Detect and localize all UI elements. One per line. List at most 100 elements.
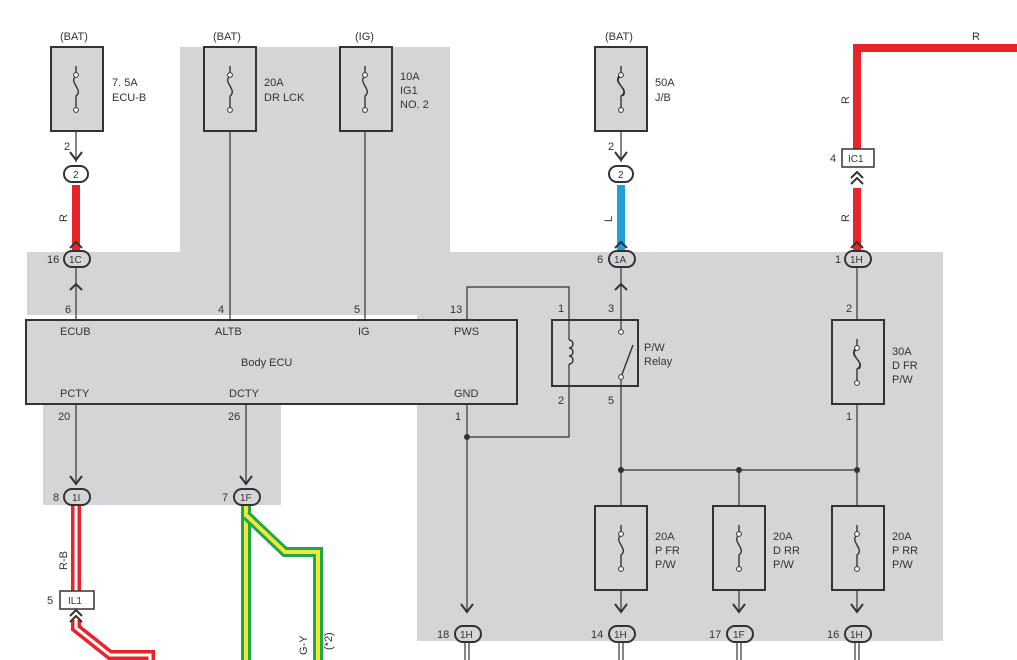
svg-text:1I: 1I (72, 493, 80, 504)
svg-text:5: 5 (354, 304, 360, 316)
svg-text:1H: 1H (460, 630, 473, 641)
svg-text:20A: 20A (773, 531, 793, 543)
svg-text:(BAT): (BAT) (605, 31, 633, 43)
svg-text:7: 7 (222, 492, 228, 504)
svg-text:1H: 1H (614, 630, 627, 641)
colored-wires (71, 44, 1017, 660)
svg-text:5: 5 (608, 395, 614, 407)
svg-text:P/W: P/W (644, 342, 665, 354)
junction-dots (464, 434, 860, 473)
svg-text:G-Y: G-Y (298, 635, 310, 655)
mid-zone (27, 252, 943, 315)
svg-text:50A: 50A (655, 77, 675, 89)
svg-text:IG: IG (358, 326, 370, 338)
wire-gy2-s (244, 513, 320, 660)
ecu-right-pad (517, 315, 547, 405)
thin-wires (75, 128, 860, 660)
svg-text:2: 2 (618, 170, 624, 181)
svg-text:J/B: J/B (655, 92, 671, 104)
fuse-ecu-b: (BAT) 7. 5A ECU-B 2 (50, 31, 146, 153)
svg-text:P/W: P/W (655, 559, 676, 571)
svg-text:D RR: D RR (773, 545, 800, 557)
svg-text:2: 2 (846, 303, 852, 315)
svg-text:4: 4 (830, 153, 836, 165)
svg-text:1: 1 (846, 411, 852, 423)
svg-text:(*2): (*2) (323, 632, 335, 650)
svg-text:20A: 20A (264, 77, 284, 89)
fuse-p-rr: 20A P RR P/W (831, 505, 918, 591)
svg-text:PWS: PWS (454, 326, 479, 338)
svg-text:30A: 30A (892, 346, 912, 358)
svg-text:18: 18 (437, 629, 449, 641)
svg-text:P FR: P FR (655, 545, 680, 557)
svg-text:R: R (840, 96, 852, 104)
svg-text:P/W: P/W (892, 559, 913, 571)
svg-text:(IG): (IG) (355, 31, 374, 43)
svg-text:IL1: IL1 (68, 596, 82, 607)
svg-text:IC1: IC1 (848, 154, 864, 165)
svg-text:ECUB: ECUB (60, 326, 91, 338)
svg-text:L: L (603, 216, 615, 222)
svg-text:D FR: D FR (892, 360, 918, 372)
body-ecu: Body ECU ECUB ALTB IG PWS 6 4 5 13 PCTY … (25, 304, 518, 423)
svg-text:P/W: P/W (773, 559, 794, 571)
svg-text:R: R (58, 214, 70, 222)
fuse-dr-lck: (BAT) 20A DR LCK (203, 31, 305, 132)
svg-text:P/W: P/W (892, 374, 913, 386)
svg-text:5: 5 (47, 595, 53, 607)
fuse-jb: (BAT) 50A J/B 2 (594, 31, 675, 153)
svg-text:1H: 1H (850, 255, 863, 266)
svg-text:1C: 1C (69, 255, 82, 266)
svg-text:6: 6 (65, 304, 71, 316)
svg-text:20A: 20A (892, 531, 912, 543)
pill-connectors: 2 2 1C 16 1A 6 1H 1 1I 8 1F 7 1H 18 1H 1… (47, 165, 872, 643)
fuse-p-fr: 20A P FR P/W (594, 505, 680, 591)
svg-text:R: R (972, 31, 980, 43)
svg-text:IG1: IG1 (400, 85, 418, 97)
ecu-name: Body ECU (241, 357, 292, 369)
svg-text:20: 20 (58, 411, 70, 423)
svg-text:20A: 20A (655, 531, 675, 543)
svg-text:P RR: P RR (892, 545, 918, 557)
fuse-d-fr: 30A D FR P/W 2 1 (831, 303, 918, 423)
svg-text:16: 16 (47, 254, 59, 266)
svg-text:3: 3 (608, 303, 614, 315)
svg-text:(BAT): (BAT) (213, 31, 241, 43)
wire-red-top (853, 44, 1017, 150)
svg-text:17: 17 (709, 629, 721, 641)
svg-text:8: 8 (53, 492, 59, 504)
svg-text:Relay: Relay (644, 356, 673, 368)
svg-text:ALTB: ALTB (215, 326, 242, 338)
svg-text:16: 16 (827, 629, 839, 641)
svg-text:2: 2 (64, 141, 70, 153)
fuse-ecu-b-source: (BAT) (60, 31, 88, 43)
svg-text:13: 13 (450, 304, 462, 316)
svg-text:7. 5A: 7. 5A (112, 77, 138, 89)
svg-text:10A: 10A (400, 71, 420, 83)
svg-text:1A: 1A (614, 255, 627, 266)
svg-text:4: 4 (218, 304, 224, 316)
svg-text:GND: GND (454, 388, 479, 400)
svg-text:1: 1 (835, 254, 841, 266)
svg-text:R-B: R-B (58, 551, 70, 570)
arrow-heads (69, 151, 864, 623)
svg-text:DCTY: DCTY (229, 388, 260, 400)
svg-text:2: 2 (558, 395, 564, 407)
pw-relay: P/W Relay 1 3 2 5 (551, 303, 673, 407)
svg-text:14: 14 (591, 629, 603, 641)
wire-labels: R L R R R R-B G-Y (*2) (58, 31, 980, 655)
svg-text:PCTY: PCTY (60, 388, 90, 400)
svg-text:NO. 2: NO. 2 (400, 99, 429, 111)
svg-text:R: R (840, 214, 852, 222)
svg-text:2: 2 (73, 170, 79, 181)
fuse-d-rr: 20A D RR P/W (712, 505, 800, 591)
svg-text:1F: 1F (240, 493, 252, 504)
wire-rb-2s (74, 620, 152, 660)
svg-text:1: 1 (455, 411, 461, 423)
svg-text:2: 2 (608, 141, 614, 153)
fuse-ig1: (IG) 10A IG1 NO. 2 (339, 31, 429, 132)
svg-text:1F: 1F (733, 630, 745, 641)
boxed-connectors: IC1 4 IL1 5 (47, 148, 875, 610)
svg-text:DR LCK: DR LCK (264, 92, 305, 104)
